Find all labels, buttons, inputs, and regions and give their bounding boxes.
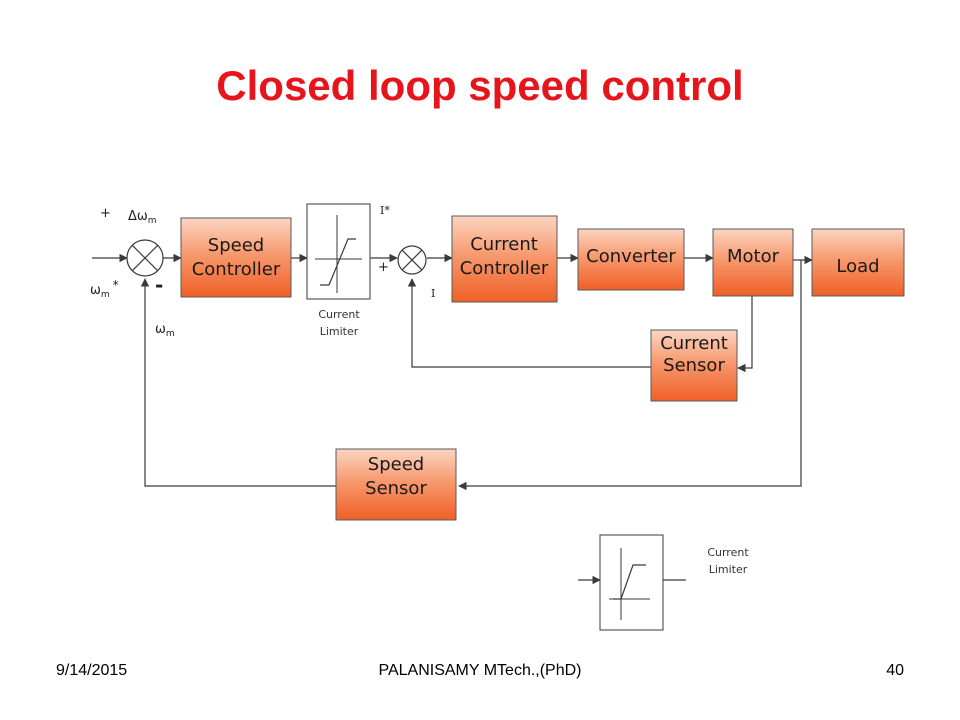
- current-sensor-line2: Sensor: [663, 355, 725, 376]
- current-feedback-line: [407, 278, 651, 368]
- speed-controller-line1: Speed: [208, 235, 264, 256]
- limiter-label-line2: Limiter: [320, 325, 359, 338]
- sum2-plus-sign: +: [378, 260, 389, 275]
- summing-junction-current: [397, 245, 427, 275]
- limiter2-label-line1: Current: [707, 546, 749, 559]
- saturation-curve-2: [613, 564, 646, 600]
- summing-junction-speed: [126, 239, 164, 277]
- current-limiter-block-2: [599, 534, 664, 631]
- sum1-minus-sign: -: [155, 273, 163, 297]
- converter-label: Converter: [586, 246, 676, 267]
- footer-date: 9/14/2015: [56, 662, 128, 679]
- current-controller-line1: Current: [470, 234, 538, 255]
- speed-reference-label: ωm*: [90, 278, 119, 300]
- speed-feedback-line: [140, 278, 336, 487]
- signal-lines: [92, 253, 813, 585]
- speed-sensor-line1: Speed: [368, 454, 424, 475]
- limiter2-label-line2: Limiter: [709, 563, 748, 576]
- speed-tap-line: [458, 260, 802, 491]
- current-reference-label: I*: [380, 204, 390, 217]
- load-block: Load: [811, 228, 905, 297]
- motor-label: Motor: [727, 246, 780, 267]
- speed-error-label: Δωm: [128, 209, 157, 226]
- current-sensor-line1: Current: [660, 333, 728, 354]
- speed-feedback-label: ωm: [155, 322, 175, 339]
- footer-page-number: 40: [886, 662, 904, 679]
- saturation-curve: [320, 238, 356, 286]
- slide-title: Closed loop speed control: [216, 62, 744, 109]
- current-feedback-label: I: [431, 287, 435, 300]
- speed-sensor-line2: Sensor: [365, 478, 427, 499]
- converter-block: Converter: [577, 228, 685, 291]
- limiter-label-line1: Current: [318, 308, 360, 321]
- current-controller-block: Current Controller: [451, 215, 558, 303]
- speed-sensor-block: Speed Sensor: [335, 448, 457, 521]
- footer-author: PALANISAMY MTech.,(PhD): [378, 662, 582, 679]
- speed-controller-block: Speed Controller: [180, 217, 292, 298]
- speed-controller-line2: Controller: [192, 259, 281, 280]
- current-sensor-block: Current Sensor: [650, 329, 738, 402]
- current-controller-line2: Controller: [460, 258, 549, 279]
- load-label: Load: [836, 256, 879, 277]
- current-tap-line: [737, 290, 753, 373]
- motor-block: Motor: [712, 228, 794, 297]
- current-limiter-block: [306, 203, 371, 300]
- sum1-plus-sign: +: [100, 206, 111, 221]
